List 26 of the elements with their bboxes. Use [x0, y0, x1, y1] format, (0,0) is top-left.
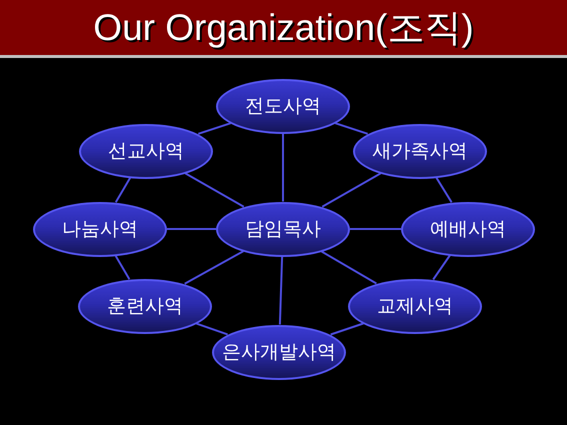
oval-node: 전도사역: [216, 78, 350, 134]
oval-node: 새가족사역: [353, 124, 487, 178]
connector-line: [114, 255, 130, 280]
oval-node: 선교사역: [79, 124, 213, 178]
title: Our Organization(조직): [93, 7, 474, 48]
connector-line: [198, 122, 232, 135]
connector-line: [184, 250, 244, 285]
connector-line: [167, 228, 216, 230]
connector-line: [350, 228, 401, 230]
oval-node: 교제사역: [348, 278, 482, 334]
connector-line: [322, 172, 382, 208]
connector-line: [321, 250, 377, 284]
oval-node: 담임목사: [216, 202, 350, 256]
oval-node: 예배사역: [401, 202, 535, 256]
connector-line: [436, 177, 452, 203]
connector-line: [196, 322, 228, 336]
connector-line: [432, 254, 451, 280]
connector-line: [278, 256, 284, 325]
oval-node: 나눔사역: [33, 202, 167, 256]
connector-line: [282, 134, 284, 202]
connector-line: [334, 122, 368, 135]
oval-node: 은사개발사역: [212, 324, 346, 380]
connector-line: [114, 177, 132, 203]
connector-line: [330, 322, 364, 336]
connector-line: [184, 172, 244, 208]
oval-node: 훈련사역: [78, 278, 212, 334]
